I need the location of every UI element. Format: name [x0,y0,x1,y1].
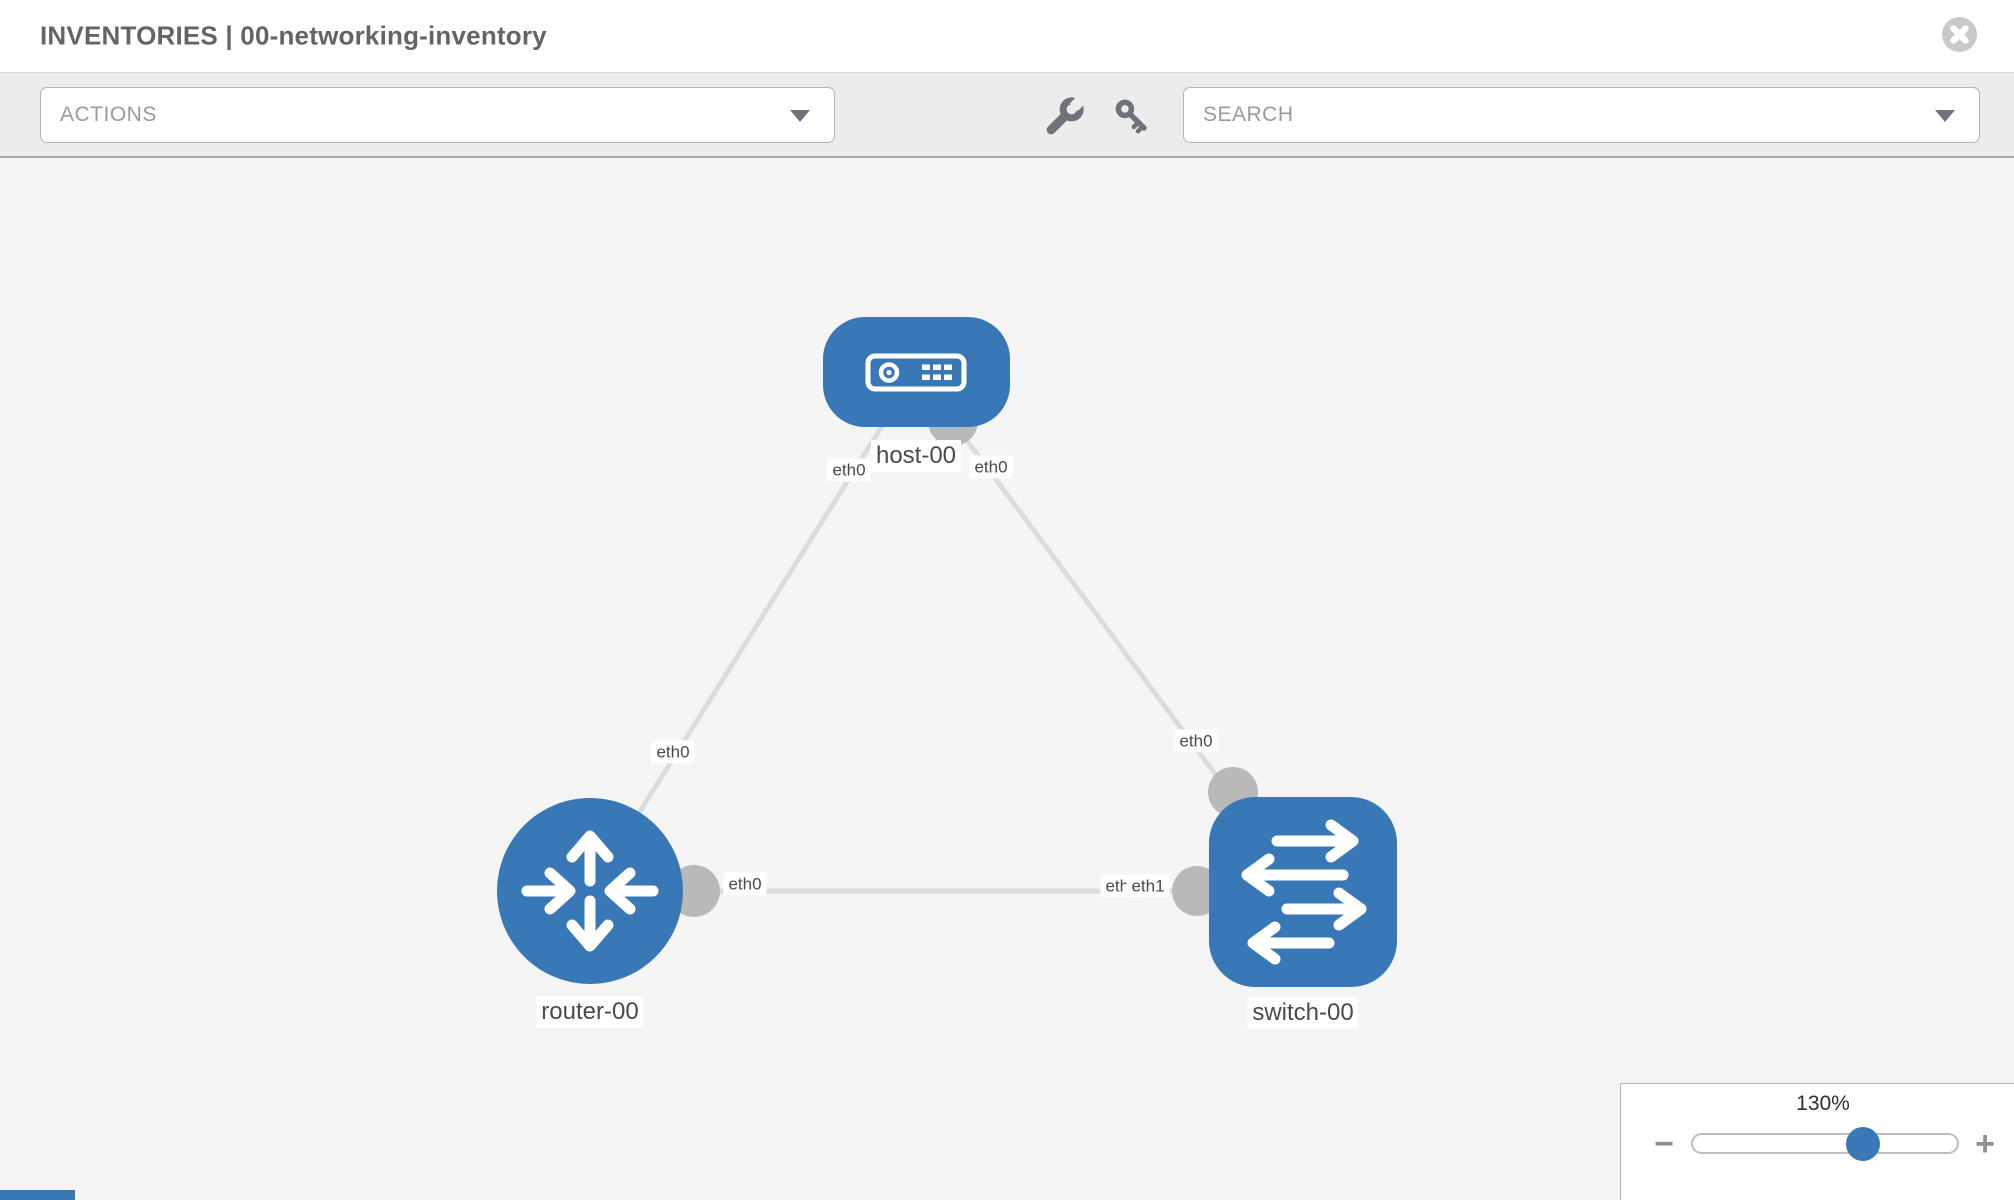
header-bar: INVENTORIES | 00-networking-inventory [0,0,2014,72]
chevron-down-icon [790,110,810,122]
zoom-slider-thumb[interactable] [1846,1127,1880,1161]
key-button[interactable] [1112,95,1156,139]
zoom-control-panel: 130% − + [1620,1083,2014,1200]
search-dropdown[interactable]: SEARCH [1183,87,1980,143]
zoom-slider-track[interactable] [1691,1133,1959,1154]
close-icon [1950,25,1969,44]
interface-label-switch-uplink: eth0 [1174,729,1218,753]
zoom-level-value: 130% [1796,1092,1850,1115]
router-icon [521,830,659,952]
node-label-host[interactable]: host-00 [870,440,962,472]
node-router[interactable] [497,798,683,984]
interface-label-host-right: eth0 [969,455,1013,479]
chevron-down-icon [1935,110,1955,122]
zoom-in-button[interactable]: + [1975,1125,1995,1163]
bottom-left-peek-element [0,1190,75,1200]
interface-label-router-lan: eth0 [723,872,767,896]
key-icon [1115,99,1147,134]
switch-icon [1241,819,1367,965]
page-title: INVENTORIES | 00-networking-inventory [40,20,547,51]
node-switch[interactable] [1209,797,1397,987]
zoom-out-button[interactable]: − [1654,1125,1674,1163]
interface-label-router-uplink: eth0 [651,740,695,764]
node-label-router[interactable]: router-00 [536,996,644,1028]
wrench-icon [1046,95,1086,135]
interface-label-host-left: eth0 [827,458,871,482]
node-label-switch[interactable]: switch-00 [1247,997,1359,1029]
close-button[interactable] [1942,17,1977,52]
host-icon [865,353,967,392]
actions-dropdown-label: ACTIONS [60,103,157,126]
toolbar: ACTIONS SEARCH [0,72,2014,158]
interface-label-switch-lan: eth1 [1126,874,1170,898]
actions-dropdown[interactable]: ACTIONS [40,87,835,143]
wrench-button[interactable] [1044,95,1088,139]
interface-dots [668,396,1258,917]
topology-canvas[interactable]: host-00 router-00 switch-00 eth0 eth0 et… [0,158,2014,1200]
search-placeholder: SEARCH [1203,103,1294,126]
node-host[interactable] [823,317,1010,427]
